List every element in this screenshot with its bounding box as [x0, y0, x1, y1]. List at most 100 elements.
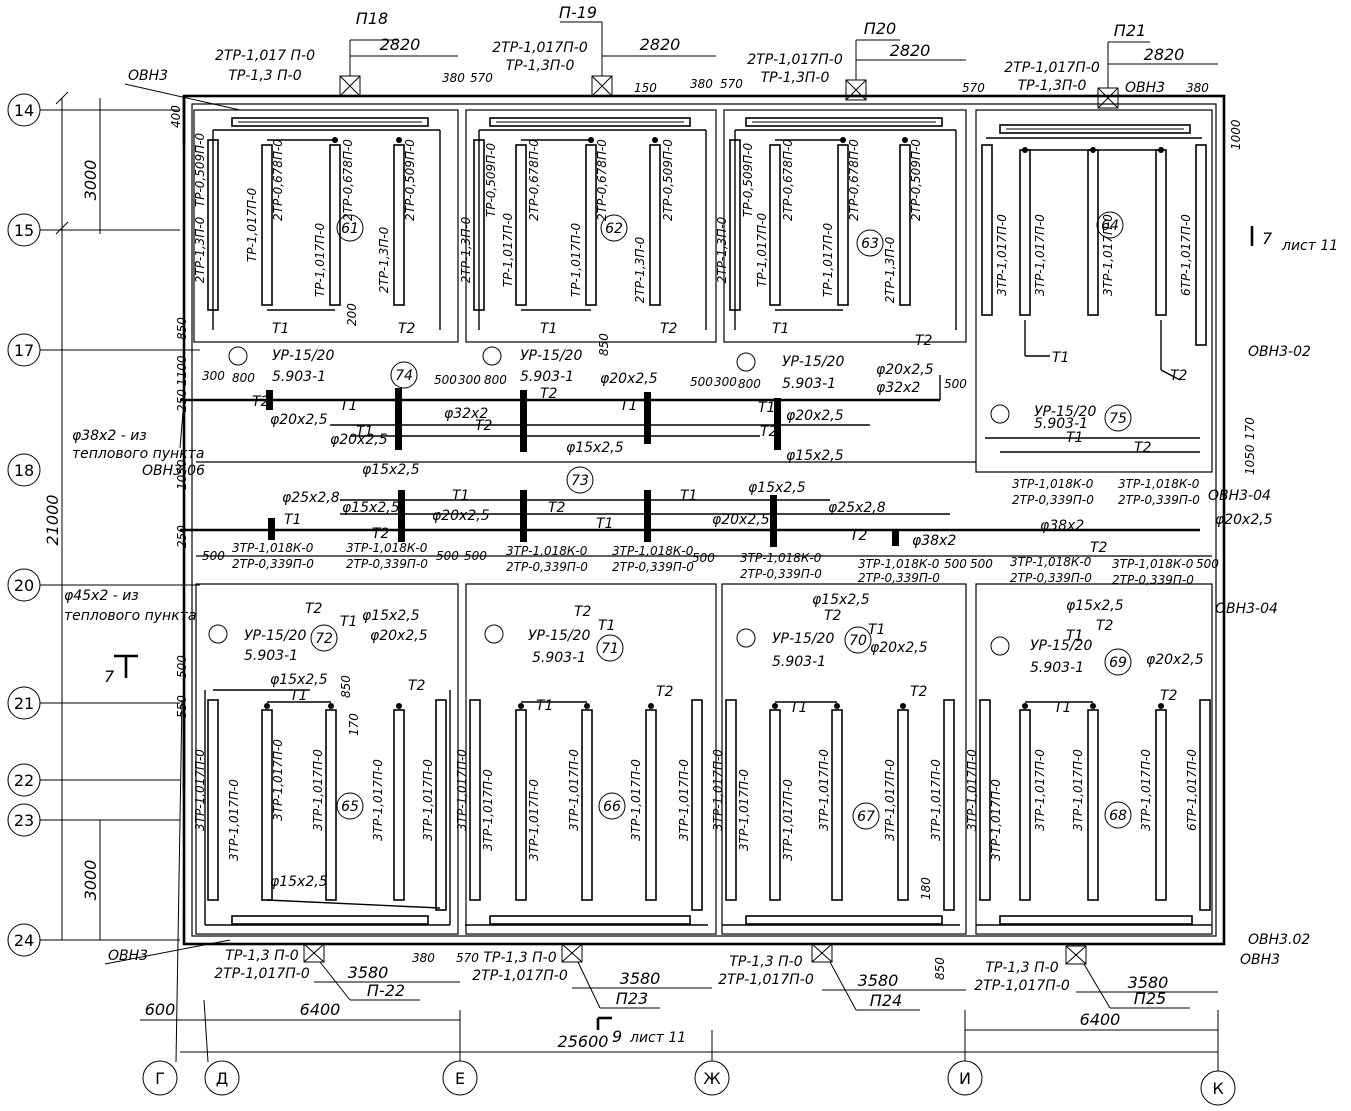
svg-text:2ТР-1,017П-0: 2ТР-1,017П-0 — [747, 52, 843, 68]
svg-text:φ20х2,5: φ20х2,5 — [432, 508, 490, 524]
svg-text:2ТР-1,3П-0: 2ТР-1,3П-0 — [633, 236, 647, 303]
svg-text:170: 170 — [347, 713, 361, 736]
svg-text:φ15х2,5: φ15х2,5 — [812, 592, 870, 608]
room-72: УР-15/20 5.903-1 72 φ15х2,5 φ20х2,5 Т2 Т… — [208, 601, 428, 664]
axis-bubble-14: 14 — [7, 93, 180, 127]
svg-text:24: 24 — [14, 931, 34, 950]
svg-text:3ТР-1,017П-0: 3ТР-1,017П-0 — [227, 779, 241, 861]
svg-text:6ТР-1,017П-0: 6ТР-1,017П-0 — [1179, 214, 1193, 296]
svg-text:71: 71 — [601, 641, 619, 657]
svg-text:φ45х2 - из: φ45х2 - из — [64, 588, 139, 604]
svg-text:Т2: Т2 — [760, 424, 778, 440]
svg-text:2820: 2820 — [380, 35, 421, 54]
svg-text:ОВН3-04: ОВН3-04 — [1215, 601, 1278, 617]
svg-text:20: 20 — [14, 576, 34, 595]
svg-text:3580: 3580 — [858, 971, 899, 990]
overall-dimensions: 3000 21000 3000 6400 6400 25600 600 — [43, 91, 1218, 1053]
svg-text:15: 15 — [14, 221, 34, 240]
svg-text:Т2: Т2 — [1170, 368, 1188, 384]
svg-text:теплового пункта: теплового пункта — [72, 446, 204, 462]
svg-text:ОВН3.02: ОВН3.02 — [1248, 932, 1310, 948]
svg-text:Т1: Т1 — [452, 488, 469, 504]
svg-text:570: 570 — [720, 77, 743, 91]
svg-text:180: 180 — [919, 877, 933, 900]
svg-text:Т2: Т2 — [398, 321, 416, 337]
room-69: УР-15/20 5.903-1 69 φ15х2,5 φ20х2,5 Т2 Т… — [990, 598, 1204, 676]
svg-text:64: 64 — [1101, 218, 1119, 234]
svg-text:УР-15/20: УР-15/20 — [772, 631, 834, 647]
room-67: 67 3ТР-1,017П-0 3ТР-1,017П-0 3ТР-1,017П-… — [711, 684, 960, 926]
svg-text:500: 500 — [175, 655, 189, 678]
svg-text:3ТР-1,018К-0: 3ТР-1,018К-0 — [1012, 477, 1094, 491]
riser-P20: П20 2820 — [845, 19, 966, 101]
svg-text:Т1: Т1 — [340, 398, 357, 414]
row-axes: 14 15 17 18 20 21 22 23 24 — [7, 93, 200, 957]
svg-text:500: 500 — [202, 549, 225, 563]
svg-text:2ТР-1,017П-0: 2ТР-1,017П-0 — [718, 972, 814, 988]
svg-text:ТР-1,017П-0: ТР-1,017П-0 — [755, 213, 769, 288]
axis-bubble-15: 15 — [7, 213, 180, 247]
svg-text:2ТР-0,339П-0: 2ТР-0,339П-0 — [740, 567, 822, 581]
svg-text:ТР-1,3 П-0: ТР-1,3 П-0 — [225, 948, 298, 964]
svg-text:5.903-1: 5.903-1 — [782, 376, 836, 392]
svg-text:Т1: Т1 — [340, 614, 357, 630]
svg-text:380: 380 — [1186, 81, 1209, 95]
svg-text:Т2: Т2 — [850, 528, 868, 544]
svg-text:лист 11: лист 11 — [1281, 238, 1338, 254]
svg-text:Т1: Т1 — [1066, 628, 1083, 644]
svg-text:3000: 3000 — [81, 860, 100, 901]
axis-bubble-21: 21 — [7, 686, 180, 720]
svg-text:φ20х2,5: φ20х2,5 — [330, 432, 388, 448]
svg-text:3ТР-1,017П-0: 3ТР-1,017П-0 — [989, 779, 1003, 861]
svg-text:2820: 2820 — [890, 41, 931, 60]
svg-text:3ТР-1,017П-0: 3ТР-1,017П-0 — [421, 759, 435, 841]
svg-text:ТР-1,3 П-0: ТР-1,3 П-0 — [228, 68, 301, 84]
svg-text:ОВН3: ОВН3 — [128, 68, 168, 84]
svg-text:3ТР-1,017П-0: 3ТР-1,017П-0 — [629, 759, 643, 841]
svg-text:550: 550 — [175, 695, 189, 718]
svg-text:500: 500 — [692, 551, 715, 565]
riser-P24: П24 3580 — [811, 943, 966, 1011]
riser-P22: П-22 3580 — [303, 943, 460, 1001]
svg-text:3ТР-1,017П-0: 3ТР-1,017П-0 — [455, 749, 469, 831]
svg-text:Т1: Т1 — [1052, 350, 1069, 366]
svg-text:φ15х2,5: φ15х2,5 — [1066, 598, 1124, 614]
svg-text:Т1: Т1 — [272, 321, 289, 337]
svg-text:φ15х2,5: φ15х2,5 — [748, 480, 806, 496]
svg-text:2ТР-1,017П-0: 2ТР-1,017П-0 — [974, 978, 1070, 994]
svg-text:500: 500 — [944, 557, 967, 571]
svg-text:П-22: П-22 — [367, 981, 405, 1000]
svg-text:5.903-1: 5.903-1 — [772, 654, 826, 670]
riser-P21: П21 2820 — [1097, 21, 1218, 109]
svg-text:3000: 3000 — [81, 160, 100, 201]
svg-text:5.903-1: 5.903-1 — [520, 369, 574, 385]
svg-text:2820: 2820 — [1144, 45, 1185, 64]
svg-text:2ТР-0,509П-0: 2ТР-0,509П-0 — [909, 139, 923, 221]
riser-P25: П25 3580 — [1065, 945, 1218, 1009]
svg-text:250: 250 — [175, 389, 189, 412]
svg-text:ТР-1,3 П-0: ТР-1,3 П-0 — [729, 954, 802, 970]
svg-text:3ТР-1,018К-0: 3ТР-1,018К-0 — [1118, 477, 1200, 491]
fan-74: УР-15/205.903-1 — [228, 346, 334, 385]
fan-75: УР-15/205.903-1 — [990, 404, 1096, 432]
svg-text:Т2: Т2 — [824, 608, 842, 624]
svg-text:850: 850 — [339, 675, 353, 698]
svg-text:2ТР-0,339П-0: 2ТР-0,339П-0 — [1012, 493, 1094, 507]
svg-text:2ТР-0,678П-0: 2ТР-0,678П-0 — [527, 139, 541, 221]
svg-text:570: 570 — [456, 951, 479, 965]
svg-text:300: 300 — [458, 373, 481, 387]
svg-text:2ТР-1,3П-0: 2ТР-1,3П-0 — [377, 226, 391, 293]
svg-text:2ТР-0,678П-0: 2ТР-0,678П-0 — [781, 139, 795, 221]
svg-text:Т1: Т1 — [596, 516, 613, 532]
axis-bubble-18: 18 — [7, 453, 41, 487]
svg-text:УР-15/20: УР-15/20 — [244, 628, 306, 644]
svg-text:2ТР-1,3П-0: 2ТР-1,3П-0 — [193, 216, 207, 283]
svg-text:Т1: Т1 — [284, 512, 301, 528]
svg-text:φ15х2,5: φ15х2,5 — [362, 608, 420, 624]
svg-text:3ТР-1,017П-0: 3ТР-1,017П-0 — [883, 759, 897, 841]
svg-text:П18: П18 — [356, 9, 388, 28]
svg-text:Т2: Т2 — [910, 684, 928, 700]
svg-text:2820: 2820 — [640, 35, 681, 54]
svg-text:1000: 1000 — [1229, 119, 1243, 150]
svg-text:УР-15/20: УР-15/20 — [272, 348, 334, 364]
